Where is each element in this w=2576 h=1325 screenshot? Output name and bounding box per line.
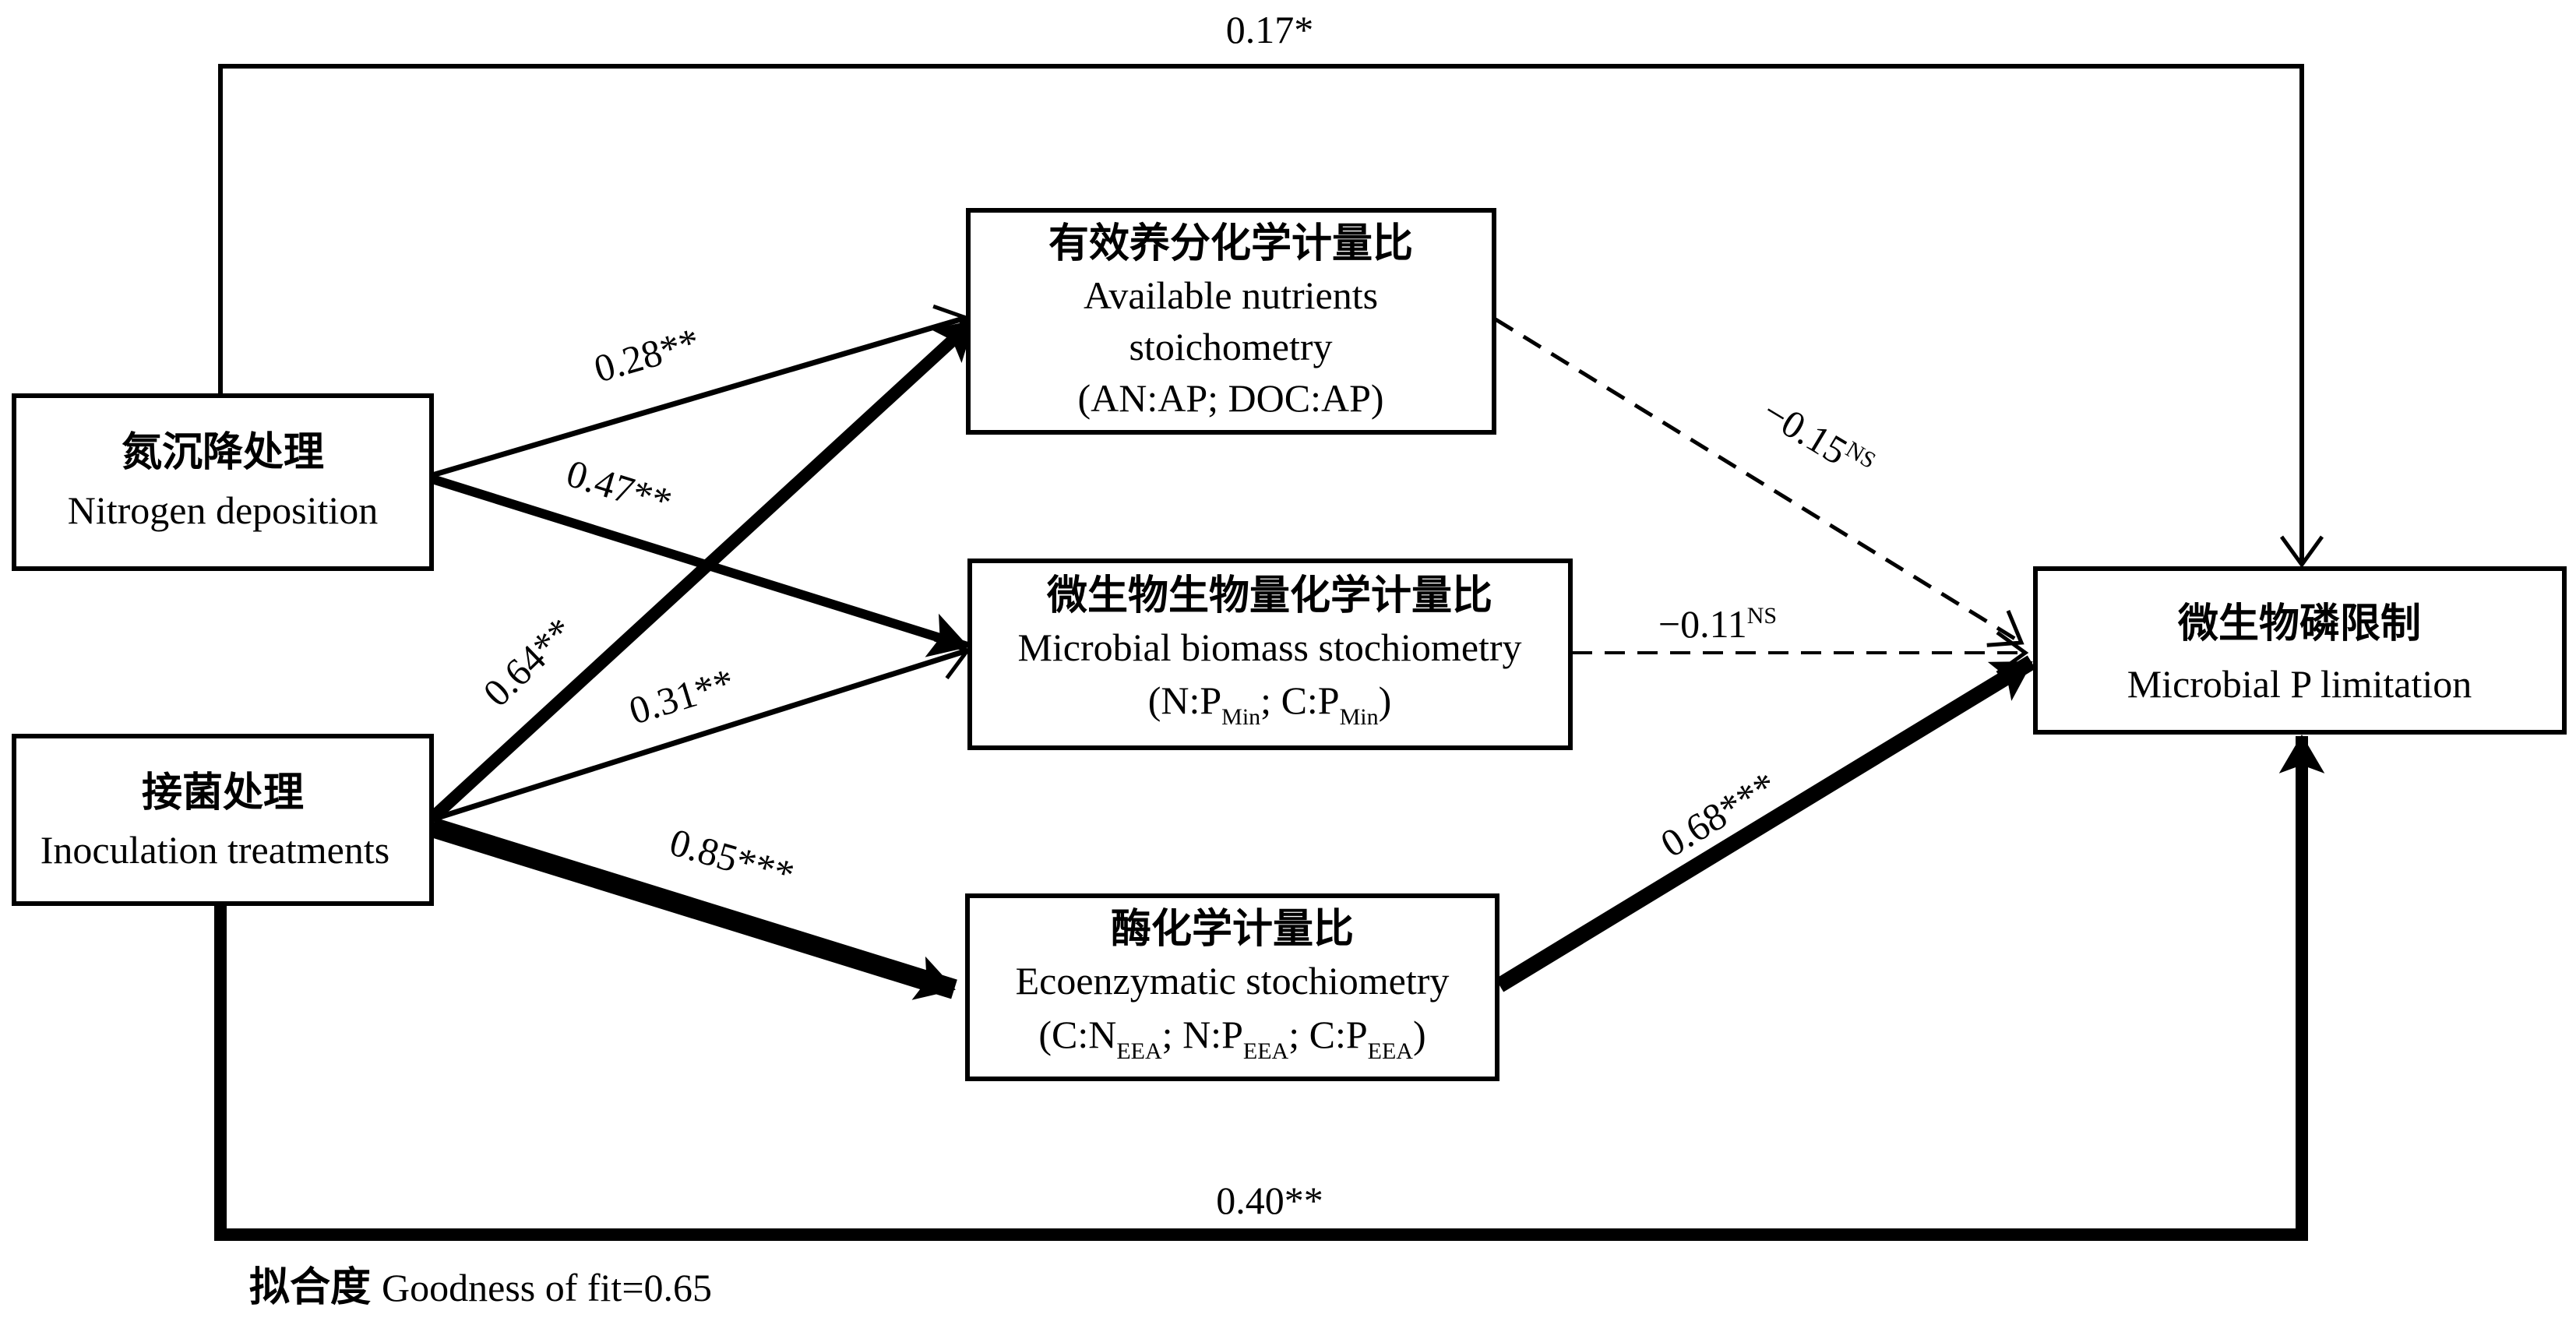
coef-nitrogen-to-available: 0.28** [590, 319, 705, 391]
node-ecoenzymatic: 酶化学计量比 Ecoenzymatic stochiometry (C:NEEA… [965, 893, 1499, 1081]
coef-inoculation-to-enzymatic: 0.85*** [665, 819, 799, 897]
node-biomass-en-line2: (N:PMin; C:PMin) [1148, 678, 1392, 730]
node-p-limitation-en: Microbial P limitation [2127, 662, 2472, 706]
node-microbial-p-limitation: 微生物磷限制 Microbial P limitation [2033, 566, 2567, 735]
node-available-nutrients: 有效养分化学计量比 Available nutrients stoichomet… [966, 208, 1496, 435]
coef-inoculation-to-p-limitation: 0.40** [1216, 1179, 1323, 1222]
edge-nitrogen-to-biomass [431, 474, 969, 657]
node-biomass-en-line1: Microbial biomass stochiometry [1017, 625, 1521, 669]
node-inoculation-zh: 接菌处理 [142, 769, 304, 816]
coef-inoculation-to-biomass: 0.31** [624, 660, 739, 733]
edge-enzymatic-to-p-limitation [1495, 655, 2036, 992]
coef-nitrogen-to-biomass: 0.47** [562, 451, 677, 524]
node-enzymatic-en-line1: Ecoenzymatic stochiometry [1016, 959, 1450, 1003]
node-available-en-line3: (AN:AP; DOC:AP) [1077, 376, 1383, 420]
edge-inoculation-to-p-limitation [214, 735, 2325, 1241]
coef-available-to-p-limitation: −0.15NS [1755, 389, 1880, 488]
edge-inoculation-to-enzymatic [429, 817, 957, 1000]
node-available-zh: 有效养分化学计量比 [1048, 220, 1413, 267]
edge-nitrogen-to-available [432, 304, 970, 478]
node-nitrogen-en: Nitrogen deposition [68, 488, 379, 532]
node-nitrogen-zh: 氮沉降处理 [122, 428, 324, 476]
edge-nitrogen-to-p-limitation [218, 64, 2324, 569]
node-available-en-line1: Available nutrients [1084, 273, 1378, 317]
node-microbial-biomass: 微生物生物量化学计量比 Microbial biomass stochiomet… [967, 559, 1573, 750]
coef-biomass-to-p-limitation: −0.11NS [1658, 602, 1777, 646]
edge-available-to-p-limitation [1494, 317, 2025, 647]
coef-nitrogen-to-p-limitation: 0.17* [1226, 8, 1314, 51]
node-inoculation-en: Inoculation treatments [41, 828, 389, 872]
node-enzymatic-zh: 酶化学计量比 [1111, 905, 1354, 953]
node-biomass-zh: 微生物生物量化学计量比 [1046, 572, 1492, 619]
node-available-en-line2: stoichometry [1129, 325, 1332, 368]
node-nitrogen-deposition: 氮沉降处理 Nitrogen deposition [12, 393, 434, 571]
node-p-limitation-zh: 微生物磷限制 [2177, 600, 2421, 647]
edge-inoculation-to-biomass [431, 637, 971, 823]
node-enzymatic-en-line2: (C:NEEA; N:PEEA; C:PEEA) [1038, 1013, 1425, 1064]
edge-inoculation-to-available [428, 316, 978, 823]
node-inoculation-treatments: 接菌处理 Inoculation treatments [12, 734, 434, 906]
